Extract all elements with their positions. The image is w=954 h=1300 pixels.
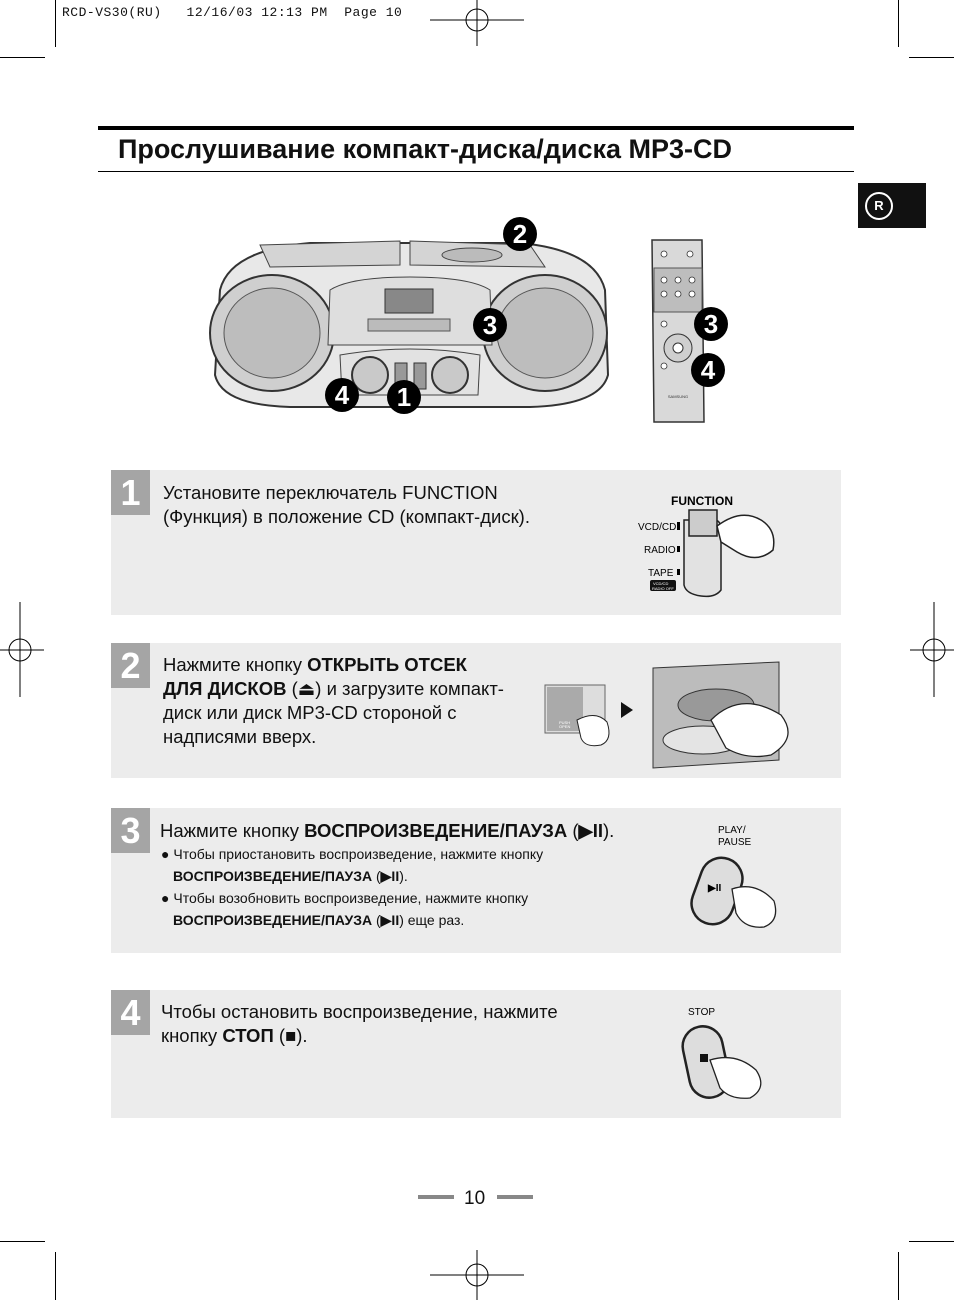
small-label-2: RADIO OFF <box>652 586 674 591</box>
push-label-2: OPEN <box>559 724 570 729</box>
page-number-rule-right <box>497 1195 533 1199</box>
callout-4-label: 4 <box>335 380 350 410</box>
remote-callout-4-label: 4 <box>701 355 716 385</box>
play-pause-icon: ▶II <box>707 883 721 894</box>
page-number: 10 <box>464 1188 486 1209</box>
step-2-line-1: Нажмите кнопку ОТКРЫТЬ ОТСЕК <box>163 654 467 675</box>
callout-3-label: 3 <box>483 310 497 340</box>
step-2-line-3: диск или диск MP3-CD стороной с <box>163 702 457 723</box>
step-2-number: 2 <box>111 643 150 688</box>
step-2-line-4: надписями вверх. <box>163 726 317 747</box>
step-4-number: 4 <box>111 990 150 1035</box>
step-1-line-1: Установите переключатель FUNCTION <box>163 482 498 503</box>
stop-button-illustration: STOP <box>681 1007 762 1099</box>
step-1-section: 1 Установите переключатель FUNCTION (Фун… <box>111 470 841 615</box>
step-4-line-1: Чтобы остановить воспроизведение, нажмит… <box>161 1001 558 1022</box>
print-header: RCD-VS30(RU) 12/16/03 12:13 PM Page 10 <box>62 5 403 20</box>
language-tab: R <box>858 183 926 228</box>
step-3-number: 3 <box>111 808 150 853</box>
step-3-bullets: ● Чтобы приостановить воспроизведение, н… <box>161 843 543 931</box>
remote-illustration: SAMSUNG 3 4 <box>651 239 728 423</box>
option-radio: RADIO <box>644 545 676 556</box>
bullet-1-cont: ВОСПРОИЗВЕДЕНИЕ/ПАУЗА (▶II). <box>173 868 408 884</box>
page-title: Прослушивание компакт-диска/диска MP3-CD <box>118 134 733 164</box>
step-2-line-2: ДЛЯ ДИСКОВ (⏏) и загрузите компакт- <box>163 678 504 699</box>
open-door-illustration: PUSH OPEN <box>544 661 789 769</box>
stop-icon <box>700 1054 708 1062</box>
callout-1-label: 1 <box>397 382 411 412</box>
title-rule-top <box>98 126 854 130</box>
callout-2-label: 2 <box>513 219 527 249</box>
stop-label: STOP <box>688 1007 715 1018</box>
step-2-section: 2 Нажмите кнопку ОТКРЫТЬ ОТСЕК ДЛЯ ДИСКО… <box>111 643 841 778</box>
stop-symbol: ■ <box>285 1025 297 1046</box>
remote-callout-3-label: 3 <box>704 309 718 339</box>
small-label-1: VCD/CD <box>653 581 668 586</box>
option-vcdcd: VCD/CD <box>638 522 676 533</box>
remote-callout-3: 3 <box>694 307 728 341</box>
step-4-section: 4 Чтобы остановить воспроизведение, нажм… <box>111 990 841 1118</box>
play-pause-symbol: ▶II <box>578 820 604 841</box>
step-1-line-2: (Функция) в положение CD (компакт-диск). <box>163 506 530 527</box>
function-switch-illustration: FUNCTION VCD/CD RADIO TAPE VCD/CD RADIO … <box>638 494 775 598</box>
bullet-2-cont: ВОСПРОИЗВЕДЕНИЕ/ПАУЗА (▶II) еще раз. <box>173 912 465 928</box>
callout-4: 4 <box>325 378 359 412</box>
bullet-1: ● Чтобы приостановить воспроизведение, н… <box>161 846 544 862</box>
play-label-2: PAUSE <box>718 837 751 848</box>
step-4-line-2: кнопку СТОП (■). <box>161 1025 308 1046</box>
function-label: FUNCTION <box>671 494 733 508</box>
play-label-1: PLAY/ <box>718 825 746 836</box>
callout-3: 3 <box>473 308 507 342</box>
step-4-text: Чтобы остановить воспроизведение, нажмит… <box>161 1000 558 1048</box>
callout-1: 1 <box>387 380 421 414</box>
push-label-1: PUSH <box>559 720 570 725</box>
boombox-illustration: 2 3 4 1 <box>209 217 610 414</box>
remote-brand: SAMSUNG <box>668 394 688 399</box>
title-rule-bottom <box>98 171 854 172</box>
step-1-text: Установите переключатель FUNCTION (Функц… <box>163 481 530 529</box>
eject-symbol: ⏏ <box>297 678 316 699</box>
step-3-section: 3 Нажмите кнопку ВОСПРОИЗВЕДЕНИЕ/ПАУЗА (… <box>111 808 841 953</box>
step-2-text: Нажмите кнопку ОТКРЫТЬ ОТСЕК ДЛЯ ДИСКОВ … <box>163 653 504 749</box>
bullet-2: ● Чтобы возобновить воспроизведение, наж… <box>161 890 529 906</box>
language-tab-label: R <box>865 192 893 220</box>
callout-2: 2 <box>503 217 537 251</box>
page-number-rule-left <box>418 1195 454 1199</box>
step-1-number: 1 <box>111 470 150 515</box>
arrow-icon <box>621 702 633 718</box>
option-tape: TAPE <box>648 568 674 579</box>
remote-callout-4: 4 <box>691 353 725 387</box>
play-pause-button-illustration: PLAY/ PAUSE ▶II <box>690 825 777 928</box>
step-3-text: Нажмите кнопку ВОСПРОИЗВЕДЕНИЕ/ПАУЗА (▶I… <box>160 820 615 841</box>
